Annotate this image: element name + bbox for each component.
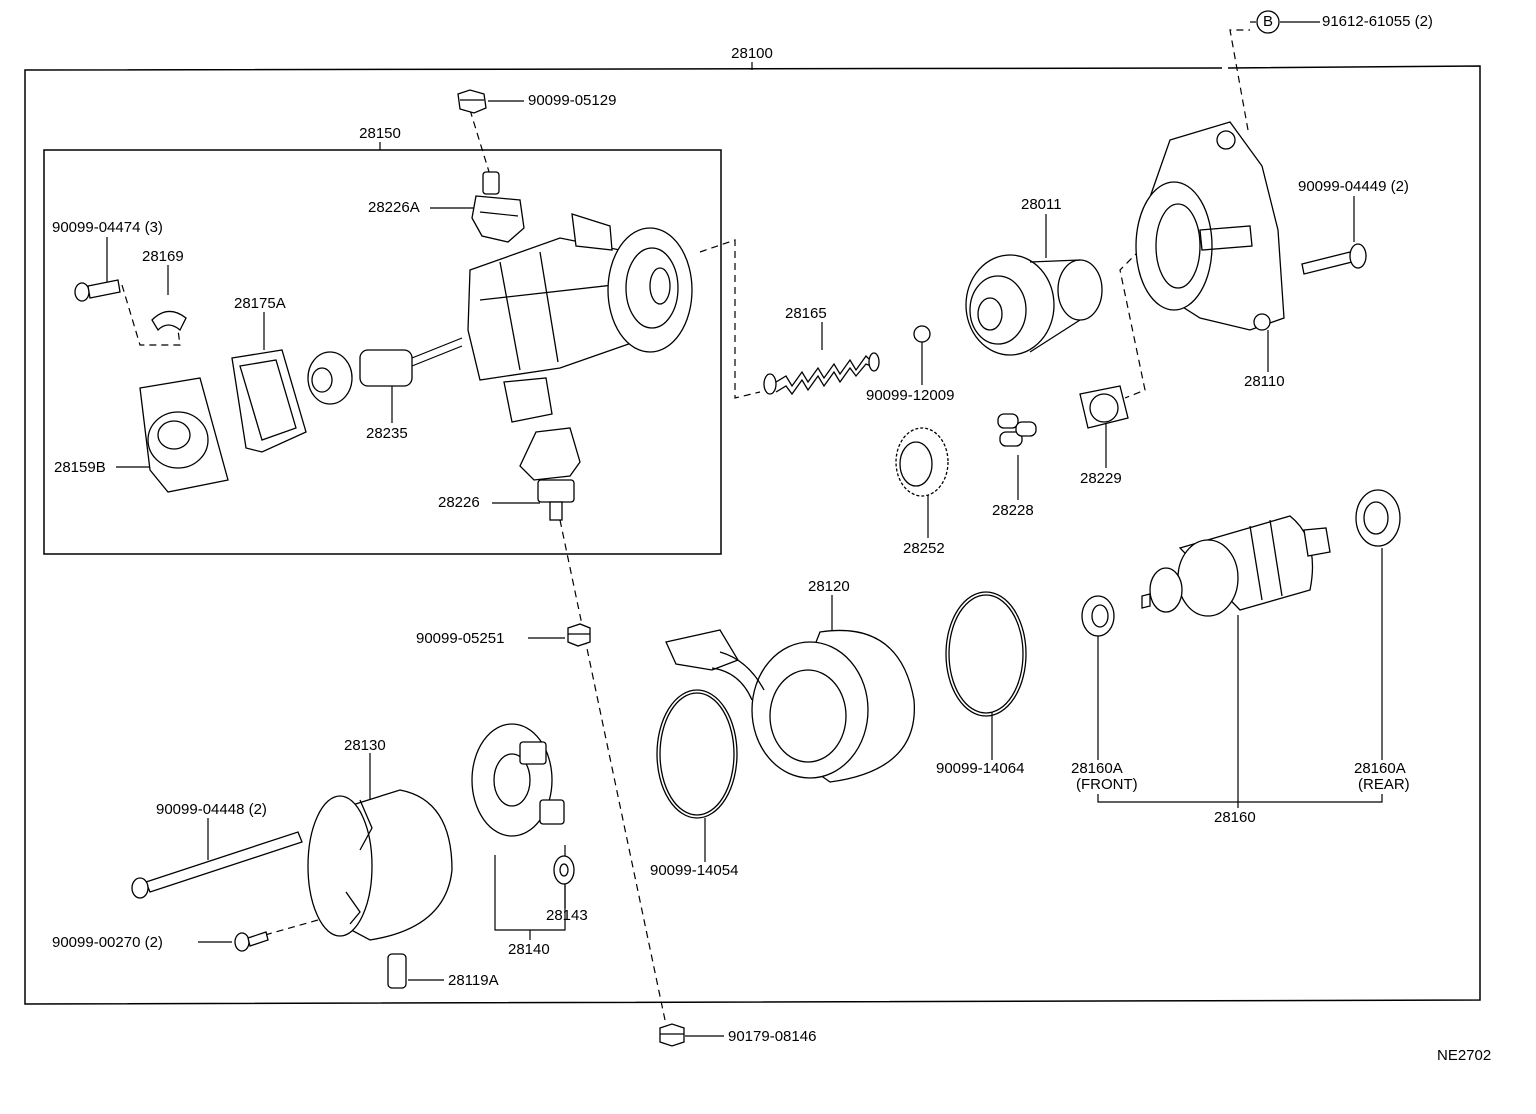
label-28252: 28252 xyxy=(903,540,945,557)
leader-lines xyxy=(106,21,1383,1037)
label-90099-14064: 90099-14064 xyxy=(936,760,1025,777)
label-90099-04474: 90099-04474 (3) xyxy=(52,219,163,236)
gasket-28175a-icon xyxy=(231,349,307,453)
label-90099-05251: 90099-05251 xyxy=(416,630,505,647)
sub-assembly-part-number: 28150 xyxy=(359,125,401,142)
label-91612-61055: 91612-61055 (2) xyxy=(1322,13,1433,30)
solenoid-housing-icon xyxy=(467,213,693,423)
nut-90099-05129-icon xyxy=(457,89,487,114)
plunger-28235-icon xyxy=(307,337,463,405)
gear-28252-icon xyxy=(895,427,949,497)
assembly-part-number: 28100 xyxy=(731,45,773,62)
label-90099-12009: 90099-12009 xyxy=(866,387,955,404)
label-28228: 28228 xyxy=(992,502,1034,519)
label-28159b: 28159B xyxy=(54,459,106,476)
brush-holder-28140-icon xyxy=(471,723,565,837)
yoke-28120-icon xyxy=(665,629,916,783)
label-28160a-front: 28160A xyxy=(1071,760,1123,777)
label-90099-04448: 90099-04448 (2) xyxy=(156,801,267,818)
label-28175a: 28175A xyxy=(234,295,286,312)
label-90179-08146: 90179-08146 xyxy=(728,1028,817,1045)
label-28160: 28160 xyxy=(1214,809,1256,826)
ball-90099-12009-icon xyxy=(913,325,931,343)
label-28226a: 28226A xyxy=(368,199,420,216)
assembly-dashed-lines xyxy=(121,29,1250,1021)
cover-28159b-icon xyxy=(139,377,229,493)
sub-assembly-frame xyxy=(43,142,722,555)
spring-28143-icon xyxy=(553,855,575,885)
circle-marker-letter: B xyxy=(1263,13,1274,30)
o-ring-90099-14054-icon xyxy=(656,689,738,819)
label-90099-14054: 90099-14054 xyxy=(650,862,739,879)
o-ring-90099-14064-icon xyxy=(945,591,1027,717)
label-28165: 28165 xyxy=(785,305,827,322)
screw-90099-00270-icon xyxy=(234,931,269,952)
bolt-90099-04448-icon xyxy=(131,831,303,899)
nut-90099-05251-icon xyxy=(567,623,591,647)
clutch-28011-icon xyxy=(965,254,1103,356)
label-28011: 28011 xyxy=(1021,196,1062,213)
label-28140: 28140 xyxy=(508,941,550,958)
label-90099-04449: 90099-04449 (2) xyxy=(1298,178,1409,195)
label-28169: 28169 xyxy=(142,248,184,265)
bolt-90099-04449-icon xyxy=(1301,243,1367,275)
rollers-28228-icon xyxy=(997,413,1037,447)
retainer-28229-icon xyxy=(1079,385,1129,429)
nut-90179-08146-icon xyxy=(659,1023,685,1047)
label-28226: 28226 xyxy=(438,494,480,511)
armature-28160-icon xyxy=(1141,515,1331,617)
label-28120: 28120 xyxy=(808,578,850,595)
label-28160a-rear-note: (REAR) xyxy=(1358,776,1410,793)
label-28160a-front-note: (FRONT) xyxy=(1076,776,1138,793)
end-frame-28130-icon xyxy=(307,789,453,941)
circle-b-marker-icon xyxy=(1256,10,1280,34)
label-28143: 28143 xyxy=(546,907,588,924)
bearing-front-28160a-icon xyxy=(1081,595,1115,637)
label-90099-00270: 90099-00270 (2) xyxy=(52,934,163,951)
clip-28169-icon xyxy=(151,310,187,332)
label-28110: 28110 xyxy=(1244,373,1285,390)
terminal-28226a-icon xyxy=(471,171,525,243)
bearing-rear-28160a-icon xyxy=(1355,489,1401,547)
bolt-90099-04474-icon xyxy=(74,279,121,302)
label-28119a: 28119A xyxy=(448,972,499,989)
drive-housing-28110-icon xyxy=(1135,121,1285,331)
brush-28119a-icon xyxy=(387,953,407,989)
label-28160a-rear: 28160A xyxy=(1354,760,1406,777)
spring-28165-icon xyxy=(763,352,880,396)
terminal-28226-icon xyxy=(519,427,581,521)
figure-code: NE2702 xyxy=(1437,1047,1492,1064)
label-28130: 28130 xyxy=(344,737,386,754)
label-28235: 28235 xyxy=(366,425,408,442)
label-90099-05129: 90099-05129 xyxy=(528,92,617,109)
label-28229: 28229 xyxy=(1080,470,1122,487)
assembly-frame xyxy=(24,62,1481,1005)
